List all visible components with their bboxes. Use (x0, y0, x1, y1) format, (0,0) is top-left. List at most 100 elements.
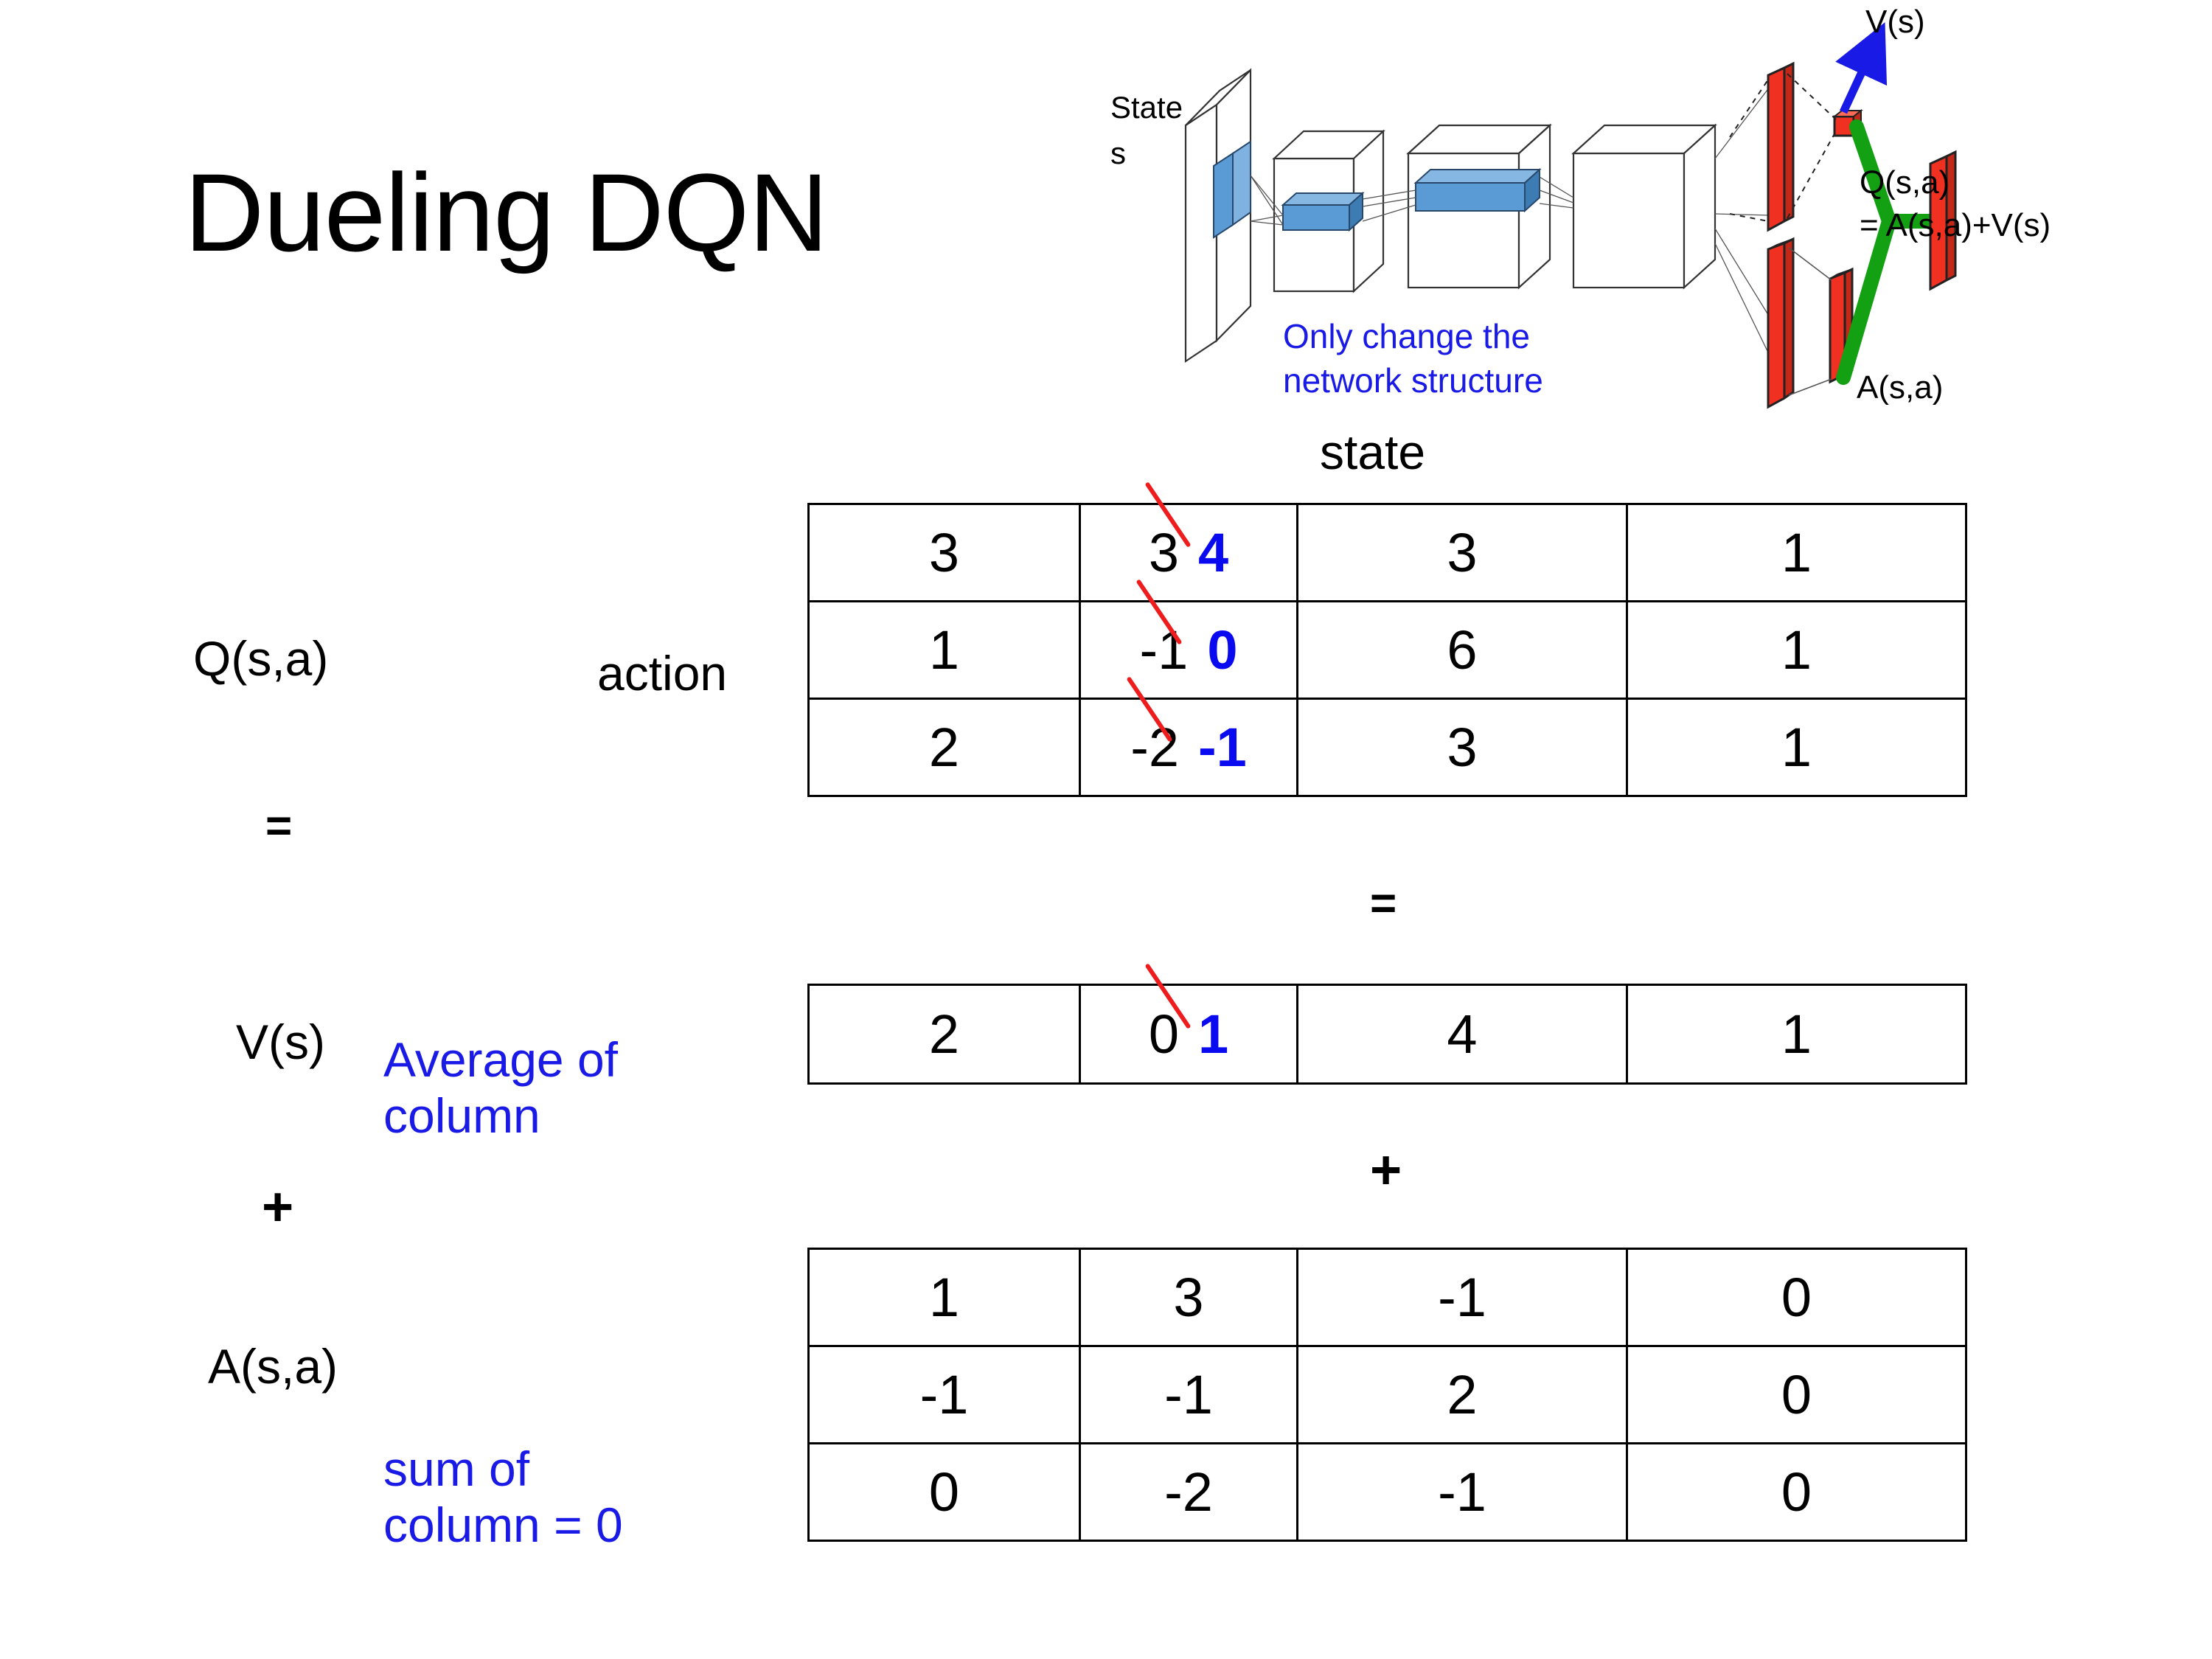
v-cell-r0c2: 4 (1296, 984, 1628, 1085)
table-row: 0 -2 -1 0 (807, 1442, 1967, 1542)
a-note-line2: column = 0 (383, 1497, 623, 1552)
cell-new-value: -1 (1198, 717, 1247, 778)
v-note-line2: column (383, 1088, 540, 1143)
cell-value: 2 (1447, 1364, 1478, 1425)
a-cell-r0c1: 3 (1079, 1248, 1298, 1347)
conv-feature-1-icon (1281, 191, 1365, 232)
plus-operator-middle: + (1370, 1139, 1402, 1200)
page-title: Dueling DQN (184, 150, 829, 274)
v-value-table: 2 0 1 4 1 (807, 963, 1967, 1085)
a-cell-r1c3: 0 (1626, 1345, 1967, 1444)
a-function-label: A(s,a) (208, 1339, 338, 1394)
a-note-line1: sum of (383, 1441, 530, 1496)
cell-new-value: 4 (1198, 522, 1229, 583)
cell-value: 3 (928, 522, 960, 583)
q-cell-r0c3: 1 (1626, 503, 1967, 602)
advantage-value-table: 1 3 -1 0 -1 -1 2 0 0 -2 -1 0 (807, 1248, 1967, 1542)
cell-value: 0 (928, 1461, 960, 1523)
cell-value: -1 (1164, 1364, 1213, 1425)
cell-value: 1 (1781, 522, 1812, 583)
cell-old-value: -1 (1139, 619, 1189, 681)
diagram-note-line1: Only change the (1283, 317, 1530, 355)
a-cell-r0c3: 0 (1626, 1248, 1967, 1347)
q-cell-r2c0: 2 (807, 698, 1081, 797)
struck-old-value: -1 (1135, 579, 1189, 681)
q-function-label: Q(s,a) (193, 631, 329, 686)
cell-value: 3 (1173, 1267, 1204, 1328)
table-row: 2 -2 -1 3 1 (807, 676, 1967, 797)
q-cell-r0c2: 3 (1296, 503, 1628, 602)
v-cell-r0c0: 2 (807, 984, 1081, 1085)
table-row: 1 3 -1 0 (807, 1248, 1967, 1347)
q-cell-r1c3: 1 (1626, 600, 1967, 700)
diagram-q-output-label-line2: = A(s,a)+V(s) (1860, 207, 2051, 243)
a-cell-r2c1: -2 (1079, 1442, 1298, 1542)
q-cell-r0c1: 3 4 (1079, 481, 1298, 602)
a-cell-r1c1: -1 (1079, 1345, 1298, 1444)
cell-value: 0 (1781, 1364, 1812, 1425)
v-cell-r0c3: 1 (1626, 984, 1967, 1085)
q-output-bar-icon (1929, 150, 1957, 291)
cell-value: 1 (928, 1267, 960, 1328)
diagram-note-line2: network structure (1283, 361, 1543, 400)
value-dashed-links-icon (1729, 73, 1837, 222)
v-note-line1: Average of (383, 1032, 619, 1087)
v-cell-r0c1: 0 1 (1079, 963, 1298, 1085)
value-stream-bar-icon (1767, 61, 1795, 232)
equals-operator-middle: = (1370, 878, 1397, 929)
table-row: 2 0 1 4 1 (807, 963, 1967, 1085)
cell-value: 2 (928, 1004, 960, 1065)
state-axis-label: state (1320, 425, 1426, 479)
v-note: Average of column (383, 1032, 618, 1144)
diagram-v-output-label: V(s) (1865, 4, 1925, 40)
q-cell-r1c1: -1 0 (1079, 579, 1298, 700)
cell-value: -1 (919, 1364, 969, 1425)
table-row: 1 -1 0 6 1 (807, 579, 1967, 700)
cell-value: 4 (1447, 1004, 1478, 1065)
table-row: -1 -1 2 0 (807, 1345, 1967, 1444)
a-cell-r1c0: -1 (807, 1345, 1081, 1444)
diagram-q-output-label-line1: Q(s,a) (1860, 164, 1950, 201)
cell-value: 0 (1781, 1267, 1812, 1328)
cell-value: 1 (1781, 1004, 1812, 1065)
a-cell-r2c0: 0 (807, 1442, 1081, 1542)
q-cell-r2c1: -2 -1 (1079, 676, 1298, 797)
cell-value: 1 (1781, 717, 1812, 778)
a-cell-r2c3: 0 (1626, 1442, 1967, 1542)
cell-value: 3 (1447, 717, 1478, 778)
q-cell-r1c0: 1 (807, 600, 1081, 700)
input-patch-icon (1213, 140, 1251, 239)
conv-feature-2-icon (1413, 167, 1542, 213)
cell-old-value: 0 (1148, 1004, 1179, 1065)
diagram-state-line1: State (1110, 90, 1183, 125)
a-cell-r2c2: -1 (1296, 1442, 1628, 1542)
v-function-label: V(s) (236, 1015, 325, 1069)
cell-value: 2 (928, 717, 960, 778)
a-cell-r0c0: 1 (807, 1248, 1081, 1347)
combine-green-links-icon (1836, 119, 1939, 385)
v-output-arrow-icon (1835, 22, 1888, 114)
cell-value: -2 (1164, 1461, 1213, 1523)
plus-operator-left: + (262, 1176, 294, 1237)
cell-old-value: -2 (1130, 717, 1179, 778)
cell-new-value: 1 (1198, 1004, 1229, 1065)
stream-split-links-icon (1714, 86, 1770, 353)
q-cell-r2c3: 1 (1626, 698, 1967, 797)
q-cell-r2c2: 3 (1296, 698, 1628, 797)
cell-value: 3 (1447, 522, 1478, 583)
struck-old-value: 0 (1144, 963, 1192, 1065)
cell-value: -1 (1438, 1267, 1486, 1328)
a-note: sum of column = 0 (383, 1441, 623, 1554)
dueling-network-diagram: State s V(s) Q(s,a) = A(s,a)+V(s) A(s,a)… (1106, 0, 2212, 413)
conv-block-3-icon (1571, 123, 1717, 290)
input-plane-icon (1184, 68, 1252, 364)
diagram-state-line2: s (1110, 136, 1126, 170)
cell-value: 6 (1447, 619, 1478, 681)
q-cell-r1c2: 6 (1296, 600, 1628, 700)
cell-new-value: 0 (1207, 619, 1238, 681)
struck-old-value: 3 (1144, 481, 1192, 584)
advantage-stream-bar-icon (1767, 237, 1795, 409)
cell-value: 1 (1781, 619, 1812, 681)
a-cell-r0c2: -1 (1296, 1248, 1628, 1347)
table-row: 3 3 4 3 1 (807, 481, 1967, 602)
